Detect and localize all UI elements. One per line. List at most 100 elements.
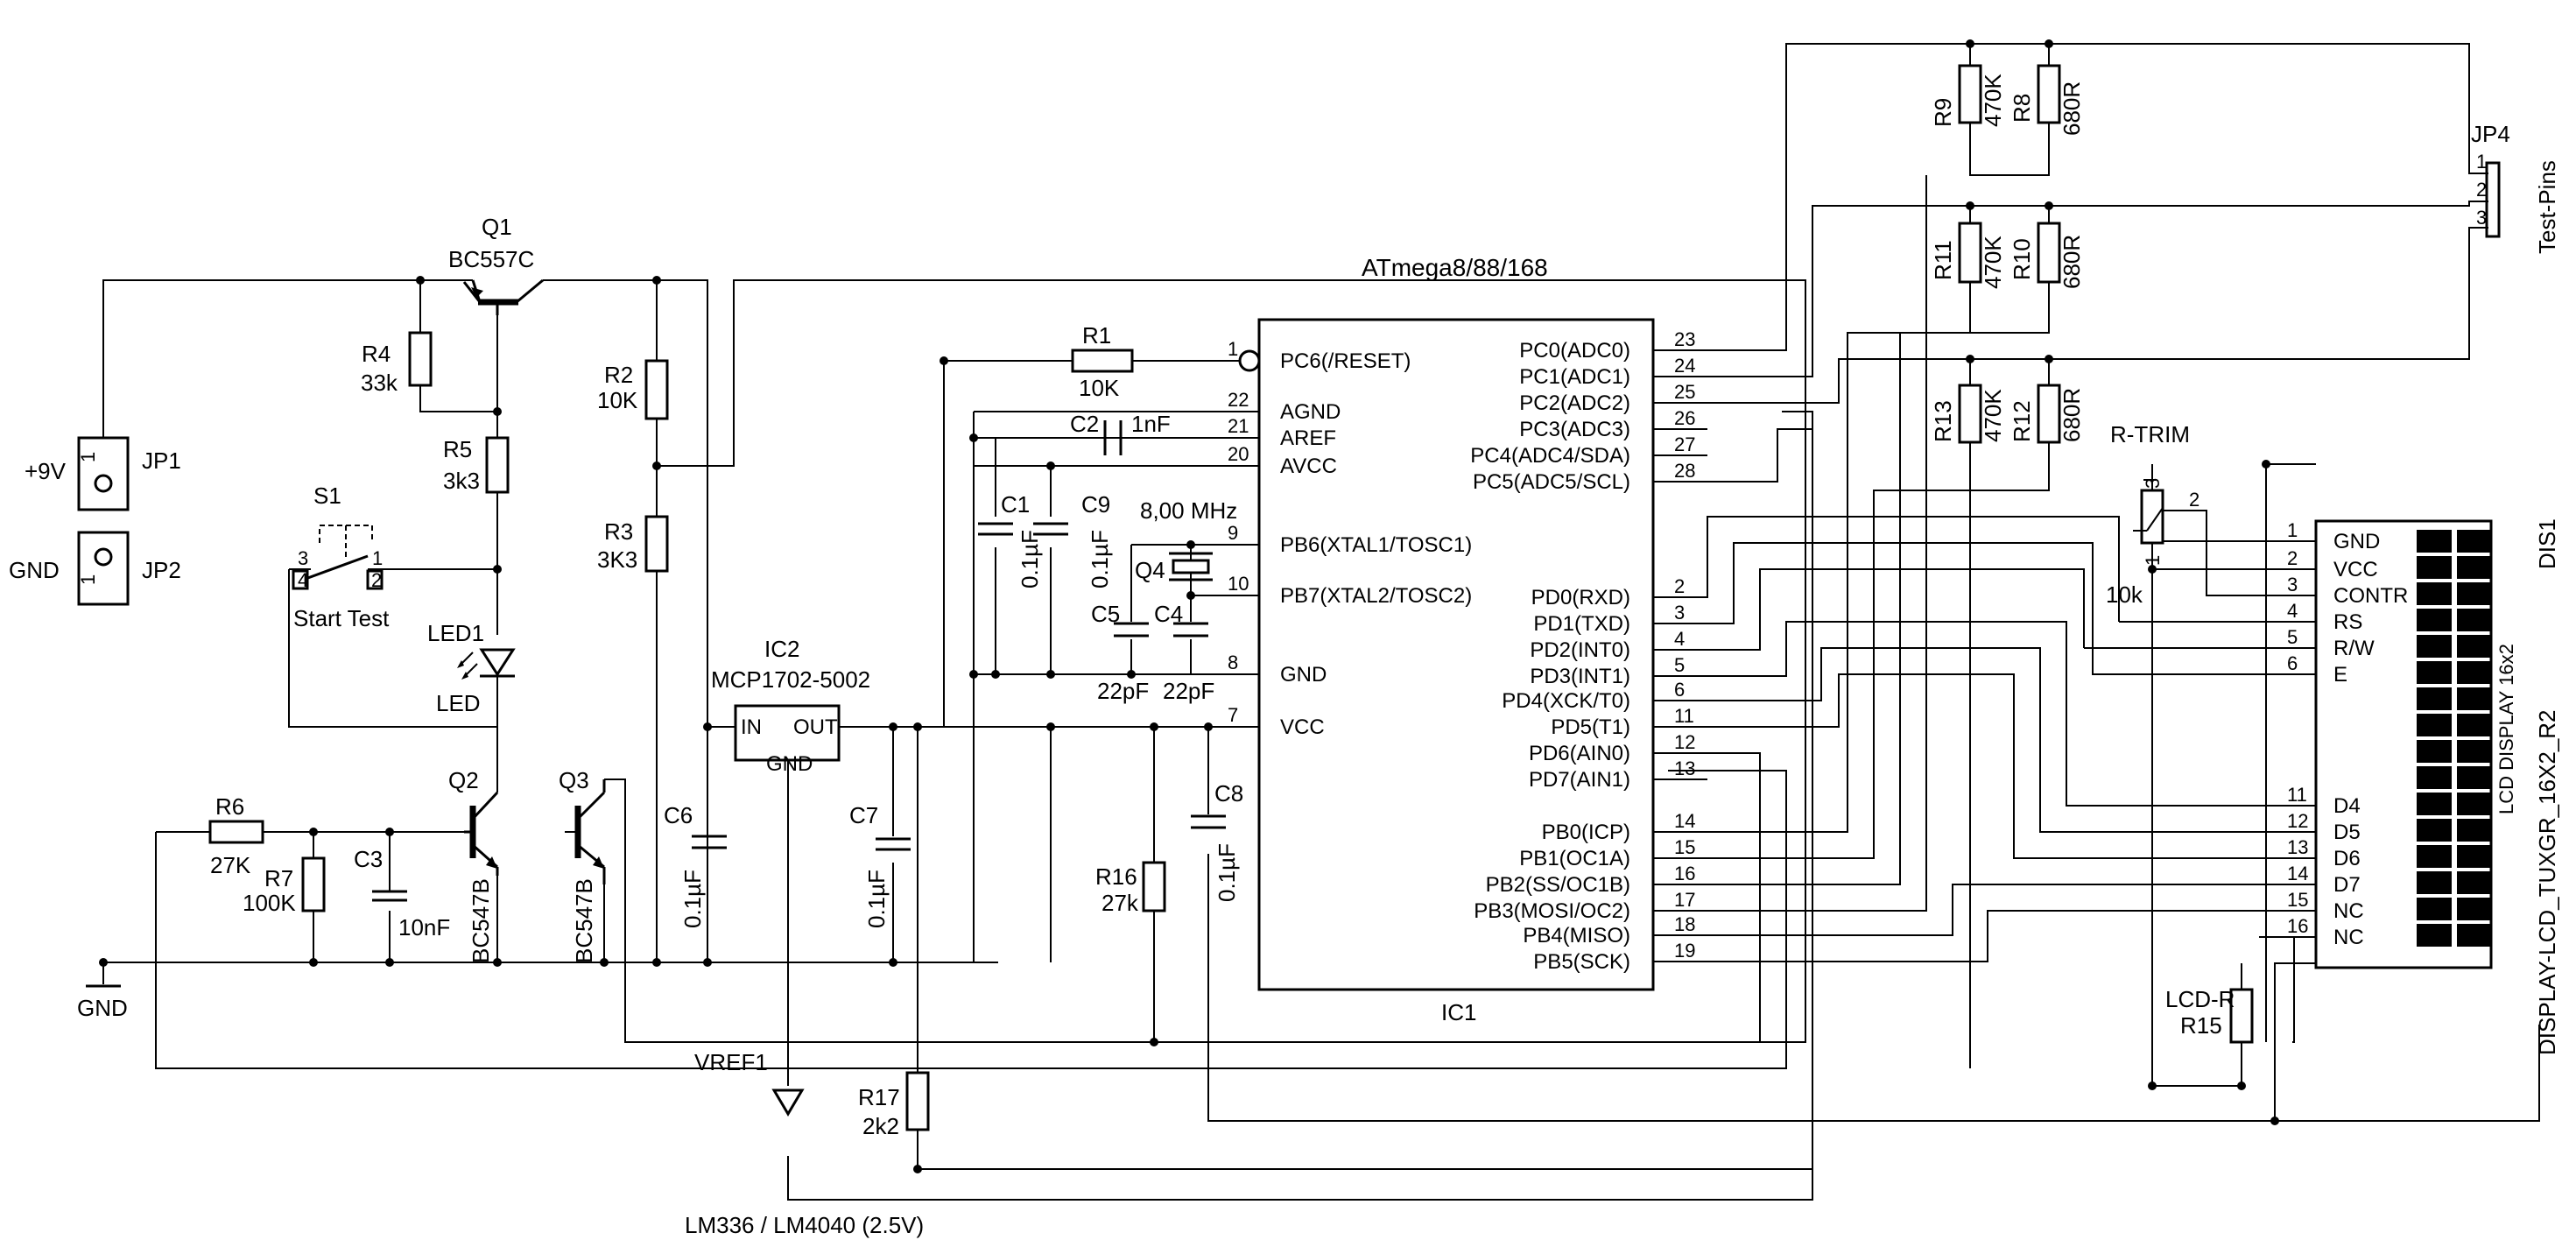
lcd-cell <box>2417 924 2452 947</box>
resistor-r6: R6 27K <box>208 793 264 878</box>
led1-label: LED <box>436 690 481 716</box>
lcd-pin-label: E <box>2333 663 2347 687</box>
svg-text:8,00 MHz: 8,00 MHz <box>1140 497 1237 524</box>
mcu-pin-label: PC5(ADC5/SCL) <box>1473 470 1630 494</box>
svg-text:VREF1: VREF1 <box>694 1049 768 1075</box>
lcd-cell <box>2417 530 2452 553</box>
capacitor-c9: C9 0.1µF <box>1033 491 1113 588</box>
resistor-r4: R4 33k <box>361 331 433 396</box>
lcd-cell <box>2457 582 2492 605</box>
resistor-r3: R3 3K3 <box>597 515 669 573</box>
mcu-pin-number: 5 <box>1674 654 1685 676</box>
lcd-cell <box>2417 687 2452 710</box>
testpins-jp4: 1 2 3 JP4 Test-Pins <box>2469 121 2560 254</box>
svg-text:R16: R16 <box>1095 863 1137 890</box>
lcd-cell <box>2417 582 2452 605</box>
lcd-pin-label: VCC <box>2333 558 2378 581</box>
svg-text:R7: R7 <box>264 865 293 891</box>
lcd-cell <box>2457 871 2492 894</box>
mcu-ic1: ATmega8/88/168 IC1 1PC6(/RESET)22AGND21A… <box>1228 254 1707 1025</box>
svg-text:1: 1 <box>77 574 99 585</box>
resistor-r8: R8 680R <box>2009 64 2085 136</box>
lcd-cell <box>2457 687 2492 710</box>
lcd-cell <box>2417 609 2452 631</box>
q3-transistor: Q3 BC547B <box>559 767 606 963</box>
svg-text:10K: 10K <box>1079 375 1120 401</box>
lcd-pin-label: R/W <box>2333 637 2375 660</box>
mcu-pin-number: 22 <box>1228 389 1249 411</box>
svg-text:R11: R11 <box>1930 240 1956 280</box>
lcd-cell <box>2457 766 2492 789</box>
lcd-pin-number: 1 <box>2287 519 2298 541</box>
mcu-pin-label: PB0(ICP) <box>1542 821 1630 844</box>
svg-text:R1: R1 <box>1082 322 1111 349</box>
mcu-pin-number: 8 <box>1228 652 1238 673</box>
lcd-pin-label: D5 <box>2333 821 2361 844</box>
lcd-cell <box>2417 766 2452 789</box>
ic2-type: MCP1702-5002 <box>711 666 870 693</box>
resistor-r10: R10 680R <box>2009 222 2085 289</box>
mcu-pin-label: PD4(XCK/T0) <box>1502 689 1630 713</box>
mcu-pin-number: 24 <box>1674 355 1695 377</box>
svg-text:4: 4 <box>298 569 308 591</box>
resistor-r11: R11 470K <box>1930 222 2006 289</box>
mcu-pin-label: PD3(INT1) <box>1530 665 1630 688</box>
mcu-right-pins: 23PC0(ADC0)24PC1(ADC1)25PC2(ADC2)26PC3(A… <box>1470 328 1707 974</box>
lcd-part: DISPLAY-LCD_TUXGR_16X2_R2 <box>2534 709 2560 1055</box>
lcd-pin-number: 12 <box>2287 810 2308 832</box>
lcd-pin-label: NC <box>2333 899 2364 923</box>
mcu-name: IC1 <box>1441 999 1476 1025</box>
s1-name: S1 <box>313 483 341 509</box>
mcu-pin-number: 28 <box>1674 460 1695 482</box>
svg-text:1: 1 <box>2476 151 2487 173</box>
mcu-pin-number: 13 <box>1674 757 1695 779</box>
svg-text:C4: C4 <box>1154 601 1183 627</box>
resistor-r13: R13 470K <box>1930 384 2006 444</box>
mcu-pin-number: 12 <box>1674 731 1695 753</box>
mcu-pin-number: 15 <box>1674 836 1695 858</box>
capacitor-c8: C8 0.1µF <box>1191 780 1243 902</box>
mcu-pin-number: 27 <box>1674 433 1695 455</box>
mcu-left-pins: 1PC6(/RESET)22AGND21AREF20AVCC9PB6(XTAL1… <box>1228 338 1472 739</box>
mcu-pin-label: AREF <box>1280 426 1336 450</box>
lcd-cell <box>2417 740 2452 763</box>
svg-text:0.1µF: 0.1µF <box>1214 843 1240 902</box>
q3-type: BC547B <box>571 878 597 963</box>
resistor-r9: R9 470K <box>1930 64 2006 127</box>
mcu-pin-number: 9 <box>1228 522 1238 544</box>
svg-text:470K: 470K <box>1980 236 2006 289</box>
q2-transistor: Q2 BC547B <box>448 767 499 963</box>
trimmer-r-trim: R-TRIM 10k 3 2 1 <box>2106 421 2199 608</box>
svg-text:C3: C3 <box>354 846 383 872</box>
lcd-cell <box>2457 793 2492 815</box>
mcu-pin-label: PD1(TXD) <box>1533 612 1630 636</box>
svg-text:470K: 470K <box>1980 389 2006 442</box>
mcu-pin-label: PD6(AIN0) <box>1529 742 1630 765</box>
svg-text:LM336 / LM4040 (2.5V): LM336 / LM4040 (2.5V) <box>685 1212 924 1238</box>
resistor-r5: R5 3k3 <box>443 436 510 494</box>
lcd-pin-label: D6 <box>2333 847 2361 870</box>
lcd-cell <box>2457 898 2492 920</box>
svg-text:27K: 27K <box>210 852 251 878</box>
lcd-cell <box>2457 530 2492 553</box>
capacitor-c7: C7 0.1µF <box>849 802 911 928</box>
mcu-pin-number: 18 <box>1674 913 1695 935</box>
mcu-pin-number: 25 <box>1674 381 1695 403</box>
mcu-pin-number: 2 <box>1674 575 1685 597</box>
capacitor-c3: C3 10nF <box>354 846 450 941</box>
mcu-pin-label: GND <box>1280 663 1327 687</box>
resistor-r12: R12 680R <box>2009 384 2085 444</box>
q3-name: Q3 <box>559 767 589 793</box>
mcu-pin-label: PB6(XTAL1/TOSC1) <box>1280 533 1472 557</box>
svg-text:C6: C6 <box>664 802 693 828</box>
svg-text:0.1µF: 0.1µF <box>1017 530 1043 588</box>
lcd-pin-number: 15 <box>2287 889 2308 911</box>
svg-text:680R: 680R <box>2059 81 2085 136</box>
mcu-pin-number: 1 <box>1228 338 1238 360</box>
q1-transistor: Q1 BC557C <box>448 214 544 315</box>
svg-text:R8: R8 <box>2009 94 2035 123</box>
jp1-voltage-label: +9V <box>25 458 67 484</box>
capacitor-c5: C5 22pF <box>1091 601 1149 704</box>
